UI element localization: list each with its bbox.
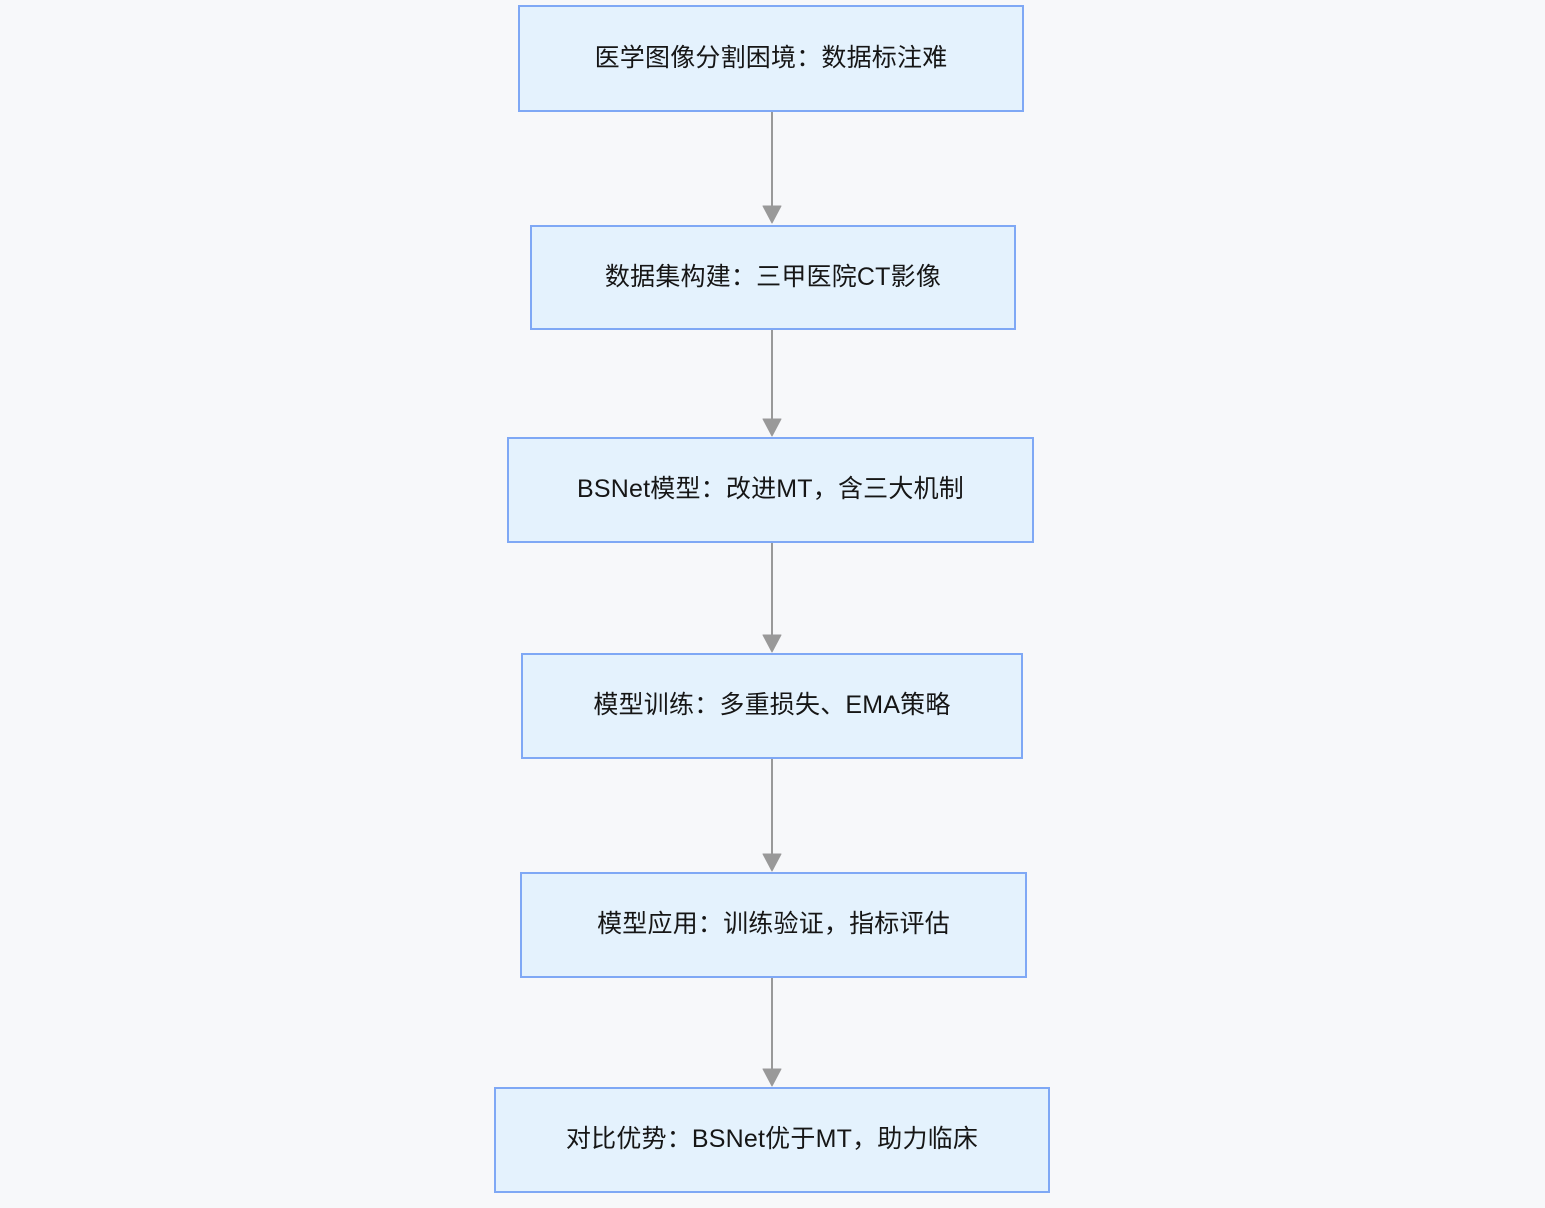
edge-arrowhead-5 bbox=[762, 1068, 782, 1087]
flow-node-training[interactable]: 模型训练：多重损失、EMA策略 bbox=[521, 653, 1023, 759]
edge-arrowhead-1 bbox=[762, 205, 782, 224]
flow-node-comparison[interactable]: 对比优势：BSNet优于MT，助力临床 bbox=[494, 1087, 1050, 1193]
flow-node-problem[interactable]: 医学图像分割困境：数据标注难 bbox=[518, 5, 1024, 112]
flow-node-label: 医学图像分割困境：数据标注难 bbox=[594, 43, 948, 72]
flow-node-label: 模型应用：训练验证，指标评估 bbox=[597, 910, 950, 939]
flow-node-label: BSNet模型：改进MT，含三大机制 bbox=[577, 475, 964, 504]
flow-node-label: 模型训练：多重损失、EMA策略 bbox=[593, 691, 951, 720]
edge-arrowhead-4 bbox=[762, 853, 782, 872]
flow-node-label: 数据集构建：三甲医院CT影像 bbox=[604, 262, 942, 291]
edge-arrowhead-2 bbox=[762, 418, 782, 437]
flow-node-application[interactable]: 模型应用：训练验证，指标评估 bbox=[520, 872, 1027, 978]
flow-node-label: 对比优势：BSNet优于MT，助力临床 bbox=[565, 1125, 979, 1154]
edge-arrowhead-3 bbox=[762, 634, 782, 653]
flow-node-model[interactable]: BSNet模型：改进MT，含三大机制 bbox=[507, 437, 1034, 543]
flow-node-dataset[interactable]: 数据集构建：三甲医院CT影像 bbox=[530, 225, 1016, 330]
